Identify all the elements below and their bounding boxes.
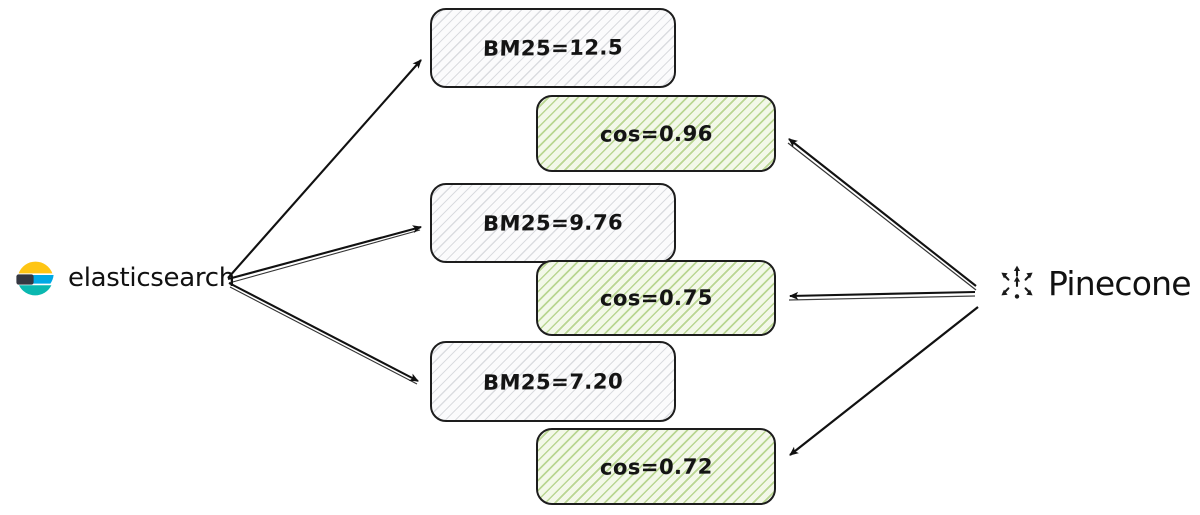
node-label: cos=0.96 [599,120,713,147]
node-bm25-7-20[interactable]: BM25=7.20 [430,341,676,422]
endpoint-label: Pinecone [1048,263,1192,303]
node-label: BM25=12.5 [482,35,624,61]
edge-elasticsearch-to-bm25-2 [227,225,422,284]
node-bm25-12-5[interactable]: BM25=12.5 [430,8,676,88]
endpoint-pinecone[interactable]: Pinecone [996,262,1192,304]
elasticsearch-icon [14,256,58,300]
node-label: BM25=7.20 [482,368,624,395]
node-label: cos=0.72 [599,453,713,480]
pinecone-icon [996,262,1038,304]
node-label: BM25=9.76 [482,210,624,236]
node-cos-0-75[interactable]: cos=0.75 [536,260,776,336]
endpoint-label: elasticsearch [68,263,235,293]
edge-pinecone-to-cos-1 [787,138,977,291]
edge-pinecone-to-cos-2 [788,290,976,301]
endpoint-elasticsearch[interactable]: elasticsearch [14,256,235,300]
node-cos-0-72[interactable]: cos=0.72 [536,428,776,505]
node-cos-0-96[interactable]: cos=0.96 [536,95,776,172]
edge-elasticsearch-to-bm25-1 [227,59,422,279]
edge-pinecone-to-cos-3 [789,306,979,456]
edge-elasticsearch-to-bm25-3 [228,282,419,385]
node-label: cos=0.75 [599,285,713,311]
node-bm25-9-76[interactable]: BM25=9.76 [430,183,676,263]
